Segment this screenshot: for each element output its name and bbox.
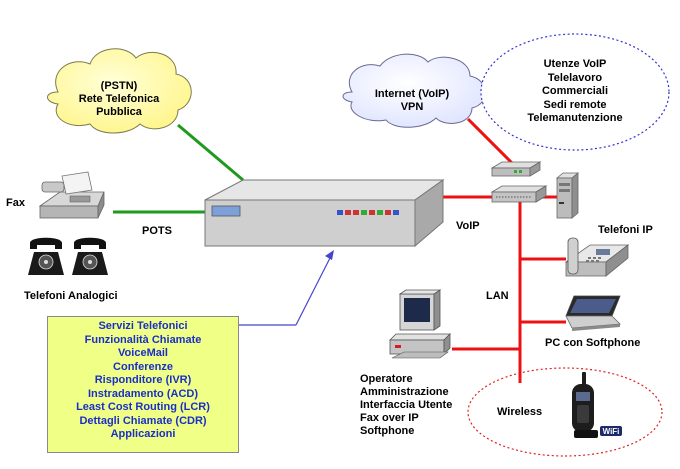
remote-users-line-3: Commerciali — [541, 85, 609, 97]
service-item: Servizi Telefonici — [98, 320, 188, 332]
operator-line-4: Fax over IP — [360, 412, 419, 424]
callout-arrowhead — [325, 250, 334, 260]
pstn-cloud-label: (PSTN) Rete Telefonica Pubblica — [64, 80, 174, 119]
router-icon — [490, 185, 548, 203]
operator-line-5: Softphone — [360, 425, 415, 437]
wireless-label: Wireless — [497, 406, 543, 418]
remote-users-line-2: Telelavoro — [547, 71, 603, 84]
pc-softphone-label: PC con Softphone — [545, 337, 641, 349]
service-item: Applicazioni — [110, 428, 176, 440]
switch-icon — [490, 161, 542, 177]
callout-line-diag — [295, 255, 332, 326]
service-item: Dettagli Chiamate (CDR) — [79, 414, 207, 427]
voip-label: VoIP — [456, 220, 480, 232]
service-item: Instradamento (ACD) — [87, 387, 198, 400]
services-box: Servizi Telefonici Funzionalità Chiamate… — [47, 316, 239, 453]
service-item: Least Cost Routing (LCR) — [76, 401, 210, 413]
analog-phone-icon — [72, 237, 108, 275]
wifi-badge-icon: WiFi — [600, 426, 622, 436]
internet-cloud-label: Internet (VoIP) VPN — [358, 88, 466, 114]
pstn-line-2: Rete Telefonica — [78, 93, 160, 105]
fax-label: Fax — [6, 197, 25, 209]
remote-users-ellipse — [480, 33, 670, 151]
lan-label: LAN — [486, 290, 509, 302]
service-item: VoiceMail — [118, 347, 168, 359]
internet-link — [466, 117, 514, 165]
internet-cloud — [342, 53, 486, 128]
ip-phone-icon — [564, 237, 630, 277]
laptop-icon — [565, 295, 621, 331]
pbx-server-icon — [204, 179, 445, 248]
pstn-line-1: (PSTN) — [100, 80, 138, 92]
pstn-cloud — [47, 48, 192, 134]
operator-pc-icon — [389, 289, 451, 359]
operator-line-3: Interfaccia Utente — [360, 399, 453, 411]
service-item: Conferenze — [113, 360, 173, 373]
operator-label: Operatore Amministrazione Interfaccia Ut… — [360, 373, 452, 438]
operator-line-2: Amministrazione — [360, 386, 449, 398]
svg-text:WiFi: WiFi — [603, 427, 620, 436]
remote-users-line-5: Telemanutenzione — [527, 112, 623, 124]
remote-users-line-1: Utenze VoIP — [543, 58, 607, 70]
analog-phone-icon — [28, 237, 64, 275]
remote-users-label: Utenze VoIP Telelavoro Commerciali Sedi … — [505, 58, 645, 126]
pstn-link — [177, 123, 244, 182]
analog-phones-label: Telefoni Analogici — [24, 290, 118, 302]
ip-phones-label: Telefoni IP — [598, 224, 653, 236]
fax-icon — [38, 171, 105, 219]
pstn-line-3: Pubblica — [96, 106, 142, 118]
operator-line-1: Operatore — [360, 373, 413, 385]
tower-server-icon — [555, 172, 580, 219]
internet-line-1: Internet (VoIP) — [374, 88, 450, 100]
internet-line-2: VPN — [400, 101, 424, 113]
service-item: Risponditore (IVR) — [94, 374, 192, 386]
pots-label: POTS — [142, 225, 172, 237]
cordless-phone-icon — [572, 372, 598, 438]
service-item: Funzionalità Chiamate — [84, 333, 202, 346]
remote-users-line-4: Sedi remote — [543, 98, 607, 111]
